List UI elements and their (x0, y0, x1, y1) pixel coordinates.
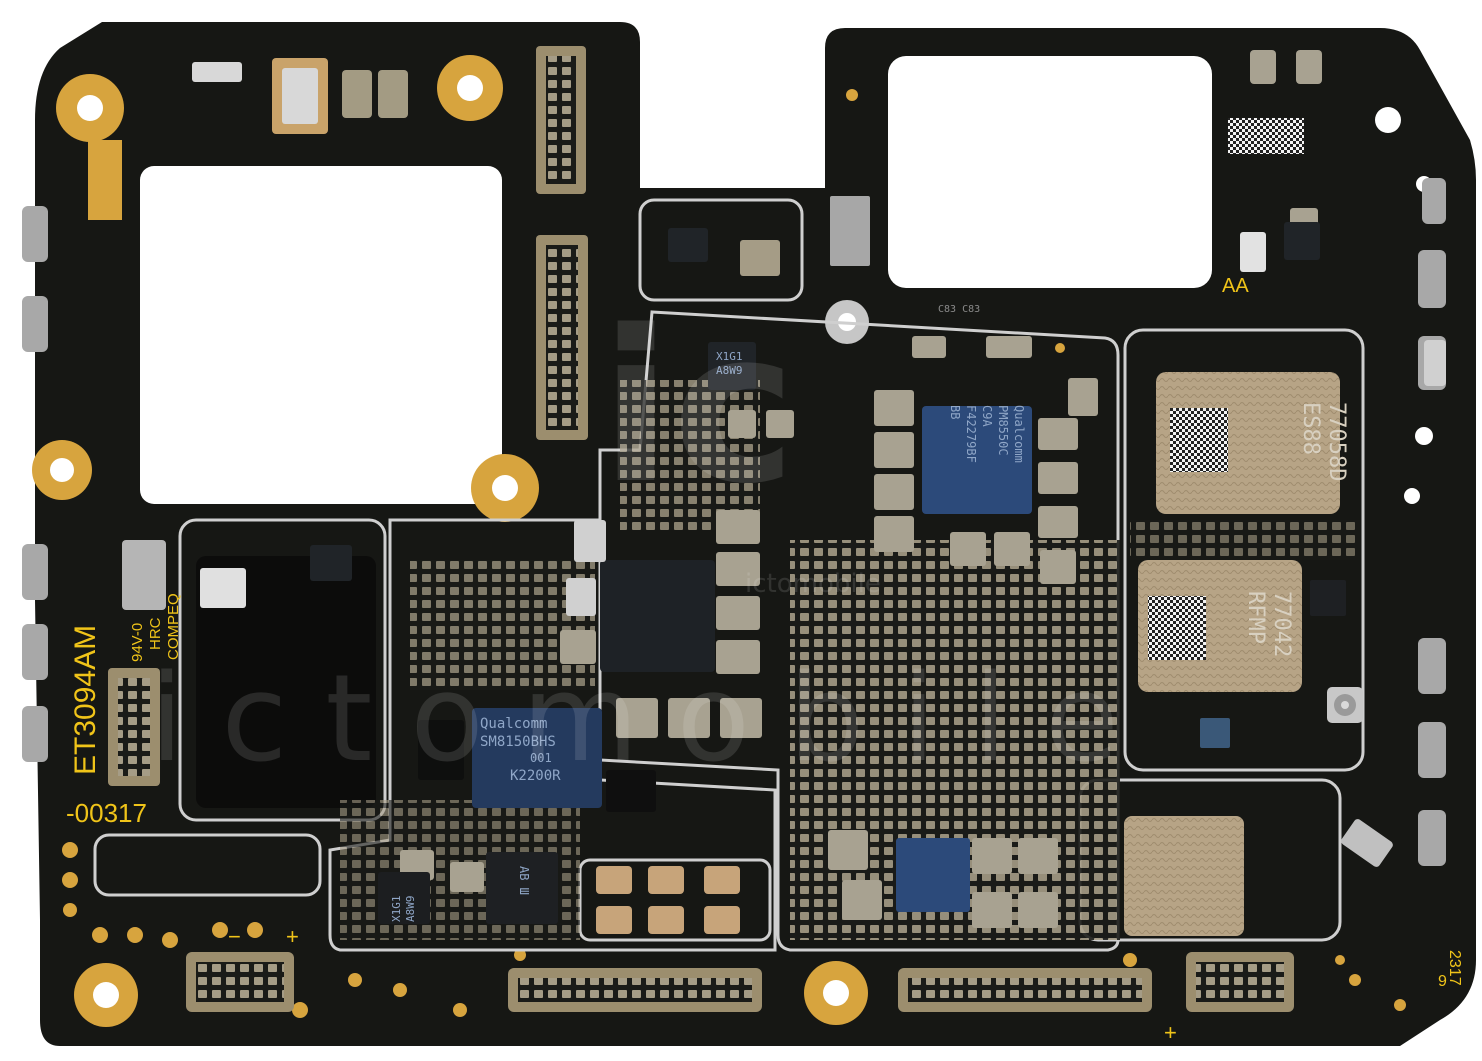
cert2-silk: HRC (147, 617, 164, 650)
watermark-logo: ic (600, 285, 796, 530)
rf1-line2: ES88 (1298, 402, 1323, 455)
charger-line2: SM8150BHS (480, 734, 556, 750)
small1-line1: X1G1 (716, 350, 743, 363)
charger-line3: 001 (530, 751, 552, 765)
plus-silk-2: + (1164, 1020, 1177, 1045)
rf1-line1: 77058D (1324, 402, 1349, 481)
minus-silk-1: − (228, 924, 241, 949)
small3-line1: AB Ш (517, 866, 531, 895)
corner-code-silk: 2317 (1446, 950, 1463, 986)
pmic-line4: F42279BF (964, 405, 978, 463)
pmic-line1: Qualcomm (1012, 405, 1026, 463)
charger-line4: K2200R (510, 768, 561, 784)
rf2-line2: RFMP (1243, 591, 1268, 644)
ic-chips (310, 222, 1346, 924)
shield-can-mid (600, 560, 715, 672)
small2-line2: A8W9 (404, 896, 417, 923)
watermark-brand-small: ictomobile (745, 569, 881, 599)
pmic-line5: BB (948, 405, 962, 419)
cert3-silk: 94V-0 (129, 623, 146, 662)
serial-silk: -00317 (66, 798, 147, 828)
shield-can-left (196, 556, 376, 808)
corner-9-silk: 9 (1438, 973, 1447, 990)
inductors (400, 378, 1098, 928)
small1-line2: A8W9 (716, 364, 743, 377)
aa-silk: AA (1222, 275, 1249, 297)
pmic-line3: C9A (980, 405, 994, 427)
connectors (108, 46, 1294, 1012)
mounting-pads (32, 55, 869, 1027)
small2-line1: X1G1 (390, 896, 403, 923)
watermark-brand-large: ictomobile (150, 650, 1157, 789)
rf-modules (1124, 372, 1340, 936)
antenna-connector (1327, 687, 1363, 723)
small-label-silk: C83 C83 (938, 304, 980, 315)
gold-capacitors (596, 866, 740, 934)
charger-line1: Qualcomm (480, 716, 547, 732)
board-cutout-left (140, 166, 502, 504)
top-components (122, 50, 1322, 610)
side-pads (22, 178, 1446, 866)
test-points (62, 89, 1406, 1018)
pmic-line2: PM8550C (996, 405, 1010, 456)
plus-silk-1: + (286, 924, 299, 949)
model-silk: ET3094AM (69, 625, 102, 775)
board-cutout-top-right (888, 56, 1212, 288)
cert1-silk: COMPEQ (165, 593, 182, 660)
rf2-line1: 77042 (1269, 591, 1294, 657)
